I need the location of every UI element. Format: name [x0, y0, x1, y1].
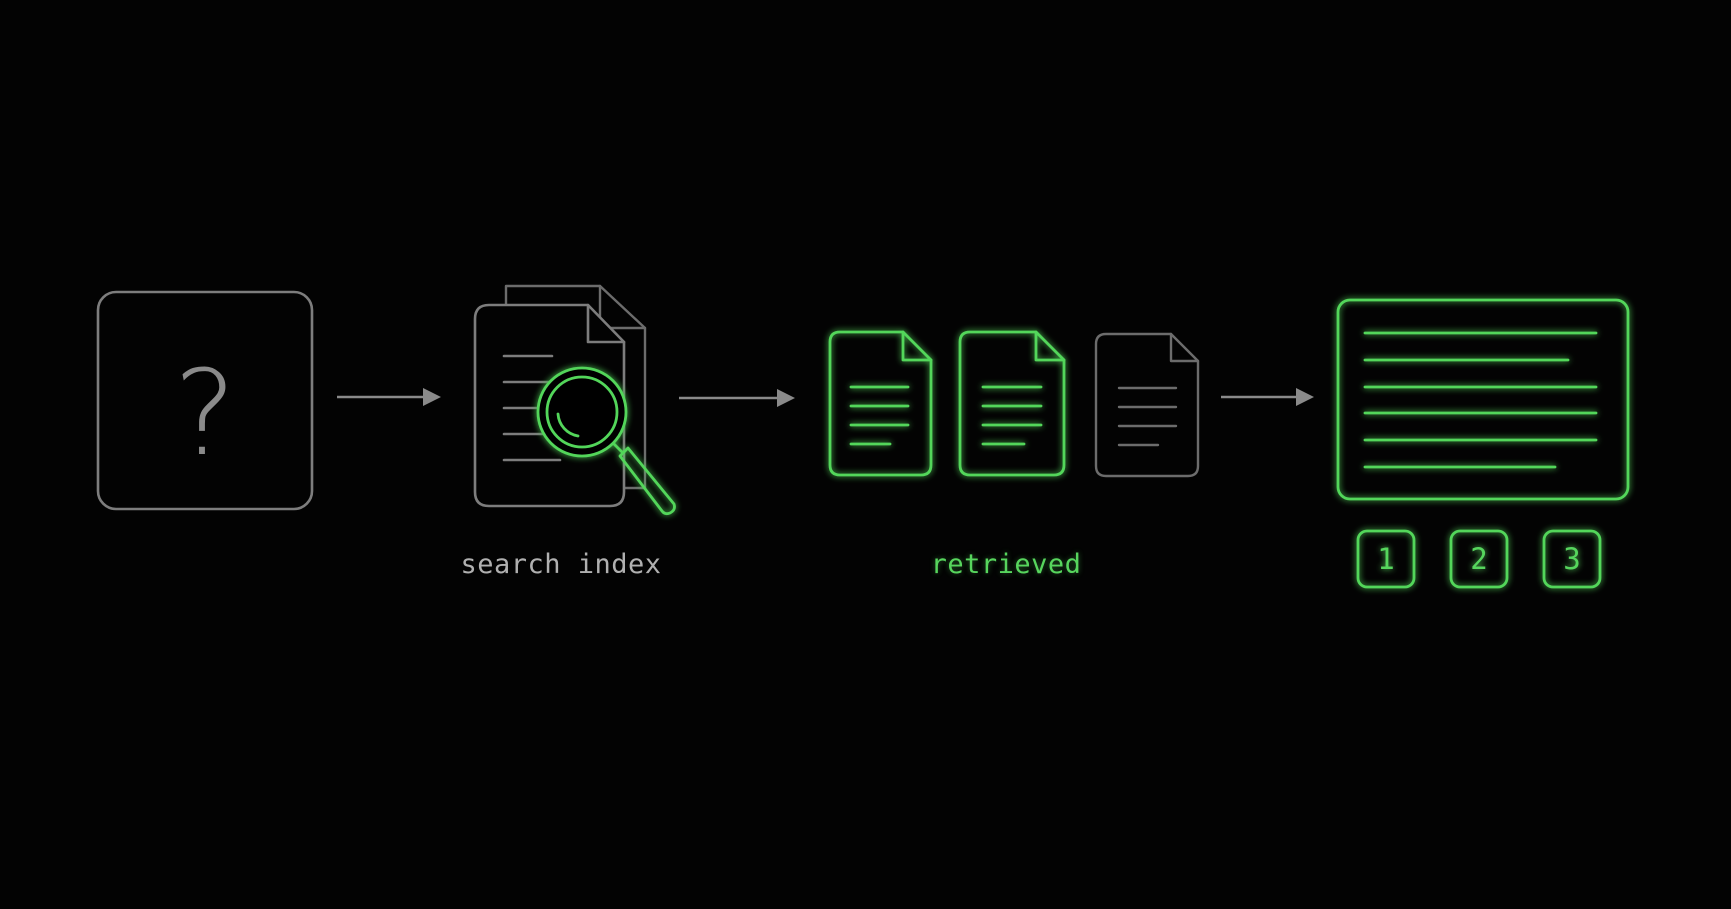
- search-index-label: search index: [460, 549, 662, 580]
- citation-badge-2: 2: [1449, 529, 1509, 589]
- citation-badge-1: 1: [1356, 529, 1416, 589]
- citation-number: 3: [1563, 542, 1580, 576]
- question-box: ?: [96, 290, 314, 511]
- citation-number: 1: [1377, 542, 1394, 576]
- citation-badge-3: 3: [1542, 529, 1602, 589]
- question-icon: ?: [174, 344, 237, 482]
- answer-panel-icon: [1336, 298, 1630, 501]
- magnifier-icon: [536, 366, 676, 516]
- retrieved-document-1: [828, 330, 933, 477]
- retrieved-label: retrieved: [930, 549, 1082, 580]
- citation-number: 2: [1470, 542, 1487, 576]
- retrieved-document-2: [958, 330, 1066, 477]
- unretrieved-document: [1094, 332, 1200, 478]
